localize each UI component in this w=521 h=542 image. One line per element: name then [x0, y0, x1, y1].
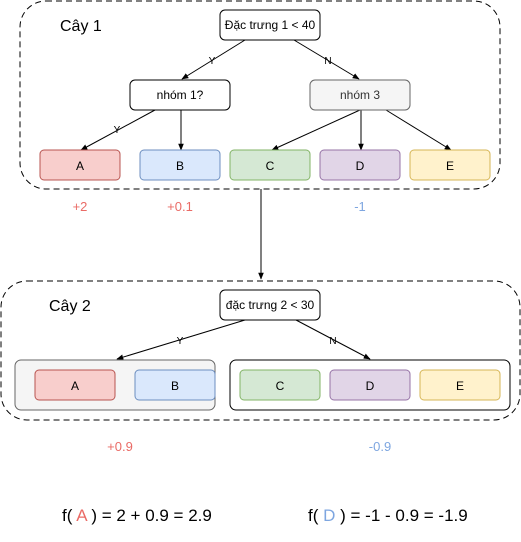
tree2-score-left: +0.9: [107, 439, 133, 454]
tree2-edge-left-label: Y: [177, 336, 184, 347]
svg-text:E: E: [456, 379, 464, 393]
edge-left-a: [80, 109, 156, 151]
svg-text:C: C: [266, 159, 275, 173]
tree1-title: Cây 1: [60, 18, 102, 35]
formula-a-letter: A: [76, 506, 88, 525]
formula-d-letter: D: [323, 506, 335, 525]
tree1-leaf-a: A: [39, 149, 121, 181]
tree2-leaf-c: C: [239, 369, 321, 401]
tree1-leaf-e: E: [409, 149, 491, 181]
edge-root-right: [293, 39, 360, 80]
tree1-container: [19, 0, 501, 190]
edge-root-right-label: N: [324, 56, 331, 67]
svg-text:B: B: [176, 159, 184, 173]
svg-text:nhóm 1?: nhóm 1?: [157, 88, 204, 102]
formula-a-prefix: f(: [62, 506, 73, 525]
svg-text:C: C: [276, 379, 285, 393]
svg-text:A: A: [71, 379, 79, 393]
tree1-score-b: +0.1: [167, 199, 193, 214]
svg-text:D: D: [356, 159, 365, 173]
edge-right-e: [385, 109, 452, 151]
svg-text:D: D: [366, 379, 375, 393]
edge-root-left-label: Y: [209, 56, 216, 67]
tree2-title: Cây 2: [49, 298, 91, 315]
svg-text:Đặc trưng 1 < 40: Đặc trưng 1 < 40: [225, 18, 316, 32]
edge-root-left: [181, 39, 246, 80]
tree2-root-node: đặc trưng 2 < 30: [219, 289, 321, 321]
tree1-leaf-b: B: [139, 149, 221, 181]
svg-text:E: E: [446, 159, 454, 173]
tree1-node-right: nhóm 3: [309, 79, 411, 111]
tree2-leaf-d: D: [329, 369, 411, 401]
tree2-edge-right: [295, 319, 371, 360]
tree1-leaf-d: D: [319, 149, 401, 181]
tree1-score-a: +2: [73, 199, 88, 214]
formula-a: f( A ) = 2 + 0.9 = 2.9: [62, 506, 212, 525]
tree2-edge-left: [116, 319, 246, 360]
tree2-edge-right-label: N: [329, 336, 336, 347]
formula-d-prefix: f(: [308, 506, 319, 525]
tree2-container: [0, 280, 521, 421]
tree1-root-node: Đặc trưng 1 < 40: [219, 9, 321, 41]
tree2-leaf-a: A: [34, 369, 116, 401]
svg-text:nhóm 3: nhóm 3: [340, 88, 380, 102]
formula-d-suffix: ) = -1 - 0.9 = -1.9: [340, 506, 468, 525]
formula-a-suffix: ) = 2 + 0.9 = 2.9: [91, 506, 212, 525]
formula-d: f( D ) = -1 - 0.9 = -1.9: [308, 506, 468, 525]
svg-text:B: B: [171, 379, 179, 393]
svg-text:đặc trưng 2 < 30: đặc trưng 2 < 30: [226, 298, 315, 312]
tree2-leaf-e: E: [419, 369, 501, 401]
edge-left-a-label: Y: [114, 125, 121, 136]
tree1-leaf-c: C: [229, 149, 311, 181]
tree1-score-right: -1: [354, 199, 366, 214]
tree1-node-left: nhóm 1?: [129, 79, 231, 111]
tree2-leaf-b: B: [134, 369, 216, 401]
tree2-score-right: -0.9: [369, 439, 391, 454]
svg-text:A: A: [76, 159, 84, 173]
edge-right-c: [271, 109, 361, 151]
